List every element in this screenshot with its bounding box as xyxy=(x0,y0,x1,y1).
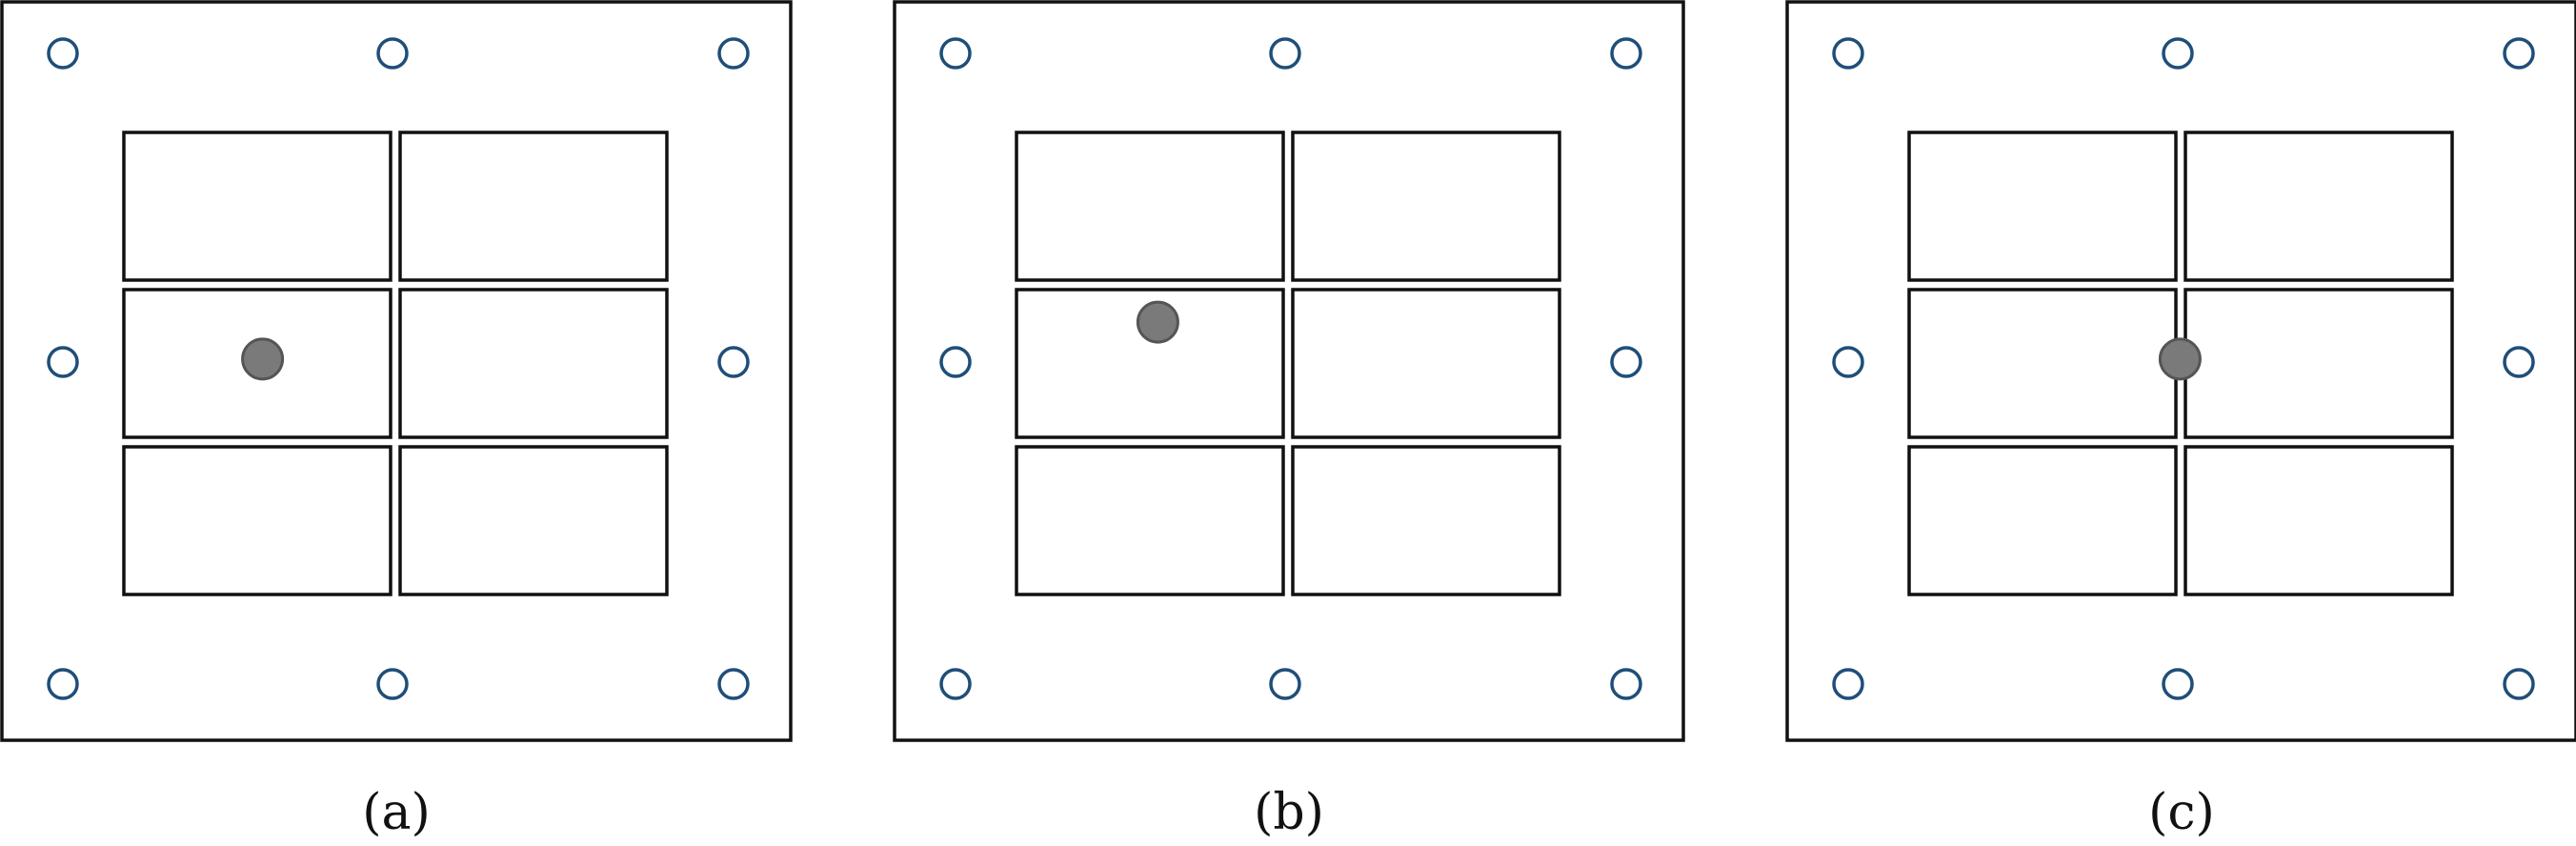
anchor-circle xyxy=(376,668,409,700)
panel-c: (c) xyxy=(1785,0,2576,841)
grid-cell xyxy=(1291,445,1561,596)
grid-cell xyxy=(1907,131,2178,282)
grid-cell xyxy=(2184,131,2454,282)
anchor-circle xyxy=(1269,37,1301,70)
anchor-circle xyxy=(939,346,972,378)
anchor-circle xyxy=(1832,346,1864,378)
anchor-circle xyxy=(939,668,972,700)
grid-cell xyxy=(1907,445,2178,596)
anchor-circle xyxy=(47,668,79,700)
grid-cell xyxy=(398,131,669,282)
anchor-circle xyxy=(2503,37,2535,70)
anchor-circle xyxy=(717,346,750,378)
panel-b-frame xyxy=(893,0,1685,742)
anchor-circle xyxy=(717,37,750,70)
anchor-circle xyxy=(1269,668,1301,700)
grid-cell xyxy=(1291,288,1561,439)
panel-b: (b) xyxy=(893,0,1685,841)
anchor-circle xyxy=(2162,668,2194,700)
grid-cell xyxy=(2184,445,2454,596)
panel-a: (a) xyxy=(0,0,793,841)
anchor-circle xyxy=(1610,346,1642,378)
anchor-circle xyxy=(47,37,79,70)
panel-b-caption: (b) xyxy=(1254,784,1324,841)
anchor-circle xyxy=(939,37,972,70)
position-marker xyxy=(1136,300,1179,344)
panel-a-caption: (a) xyxy=(362,784,431,841)
grid-cell xyxy=(398,288,669,439)
anchor-circle xyxy=(2503,346,2535,378)
grid-cell xyxy=(122,131,392,282)
grid-cell xyxy=(1015,131,1285,282)
anchor-circle xyxy=(376,37,409,70)
anchor-circle xyxy=(1610,37,1642,70)
anchor-circle xyxy=(2162,37,2194,70)
grid-cell xyxy=(1015,445,1285,596)
grid-cell xyxy=(122,445,392,596)
panel-c-caption: (c) xyxy=(2148,784,2215,841)
anchor-circle xyxy=(47,346,79,378)
anchor-circle xyxy=(1832,37,1864,70)
grid-cell xyxy=(1907,288,2178,439)
position-marker xyxy=(241,337,285,381)
grid-cell xyxy=(1291,131,1561,282)
anchor-circle xyxy=(717,668,750,700)
anchor-circle xyxy=(1610,668,1642,700)
position-marker xyxy=(2158,337,2202,381)
panel-a-frame xyxy=(0,0,793,742)
grid-cell xyxy=(2184,288,2454,439)
grid-cell xyxy=(398,445,669,596)
anchor-circle xyxy=(1832,668,1864,700)
anchor-circle xyxy=(2503,668,2535,700)
